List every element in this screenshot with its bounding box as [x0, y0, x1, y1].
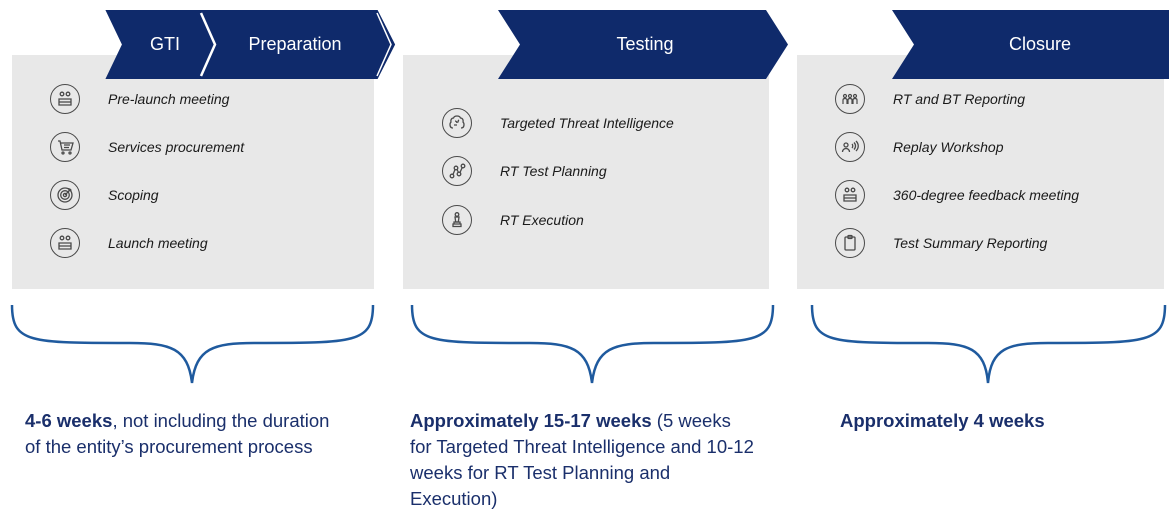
- closure-chevron-label: Closure: [1008, 34, 1072, 54]
- meeting-icon: [50, 228, 80, 258]
- chess-piece-icon: [442, 205, 472, 235]
- testing-brace: [410, 304, 775, 384]
- list-item: RT Execution: [442, 205, 584, 235]
- meeting-icon: [835, 180, 865, 210]
- closure-brace: [810, 304, 1167, 384]
- meeting-icon: [50, 84, 80, 114]
- testing-duration: Approximately 15-17 weeks (5 weeks for T…: [410, 408, 755, 512]
- item-label: RT and BT Reporting: [893, 91, 1026, 107]
- item-label: Services procurement: [108, 139, 245, 155]
- target-icon: [50, 180, 80, 210]
- item-label: Test Summary Reporting: [893, 235, 1048, 251]
- list-item: RT and BT Reporting: [835, 84, 1025, 114]
- testing-duration-bold: Approximately 15-17 weeks: [410, 410, 652, 431]
- item-label: RT Test Planning: [500, 163, 607, 179]
- list-item: Test Summary Reporting: [835, 228, 1047, 258]
- preparation-duration-rest: , not including the duration of the enti…: [25, 410, 330, 457]
- people-icon: [835, 84, 865, 114]
- preparation-duration-bold: 4-6 weeks: [25, 410, 113, 431]
- closure-duration-bold: Approximately 4 weeks: [840, 410, 1045, 431]
- testing-duration-rest: (5 weeks for Targeted Threat Intelligenc…: [410, 410, 754, 509]
- item-label: Targeted Threat Intelligence: [500, 115, 674, 131]
- preparation-chevron: [199, 10, 396, 79]
- testing-chevron: [498, 10, 788, 79]
- item-label: Pre-launch meeting: [108, 91, 230, 107]
- item-label: Scoping: [108, 187, 159, 203]
- list-item: Targeted Threat Intelligence: [442, 108, 674, 138]
- preparation-brace: [10, 304, 375, 384]
- item-label: 360-degree feedback meeting: [893, 187, 1080, 203]
- gti-preparation-chevrons: [105, 10, 396, 79]
- closure-chevron: [892, 10, 1169, 79]
- list-item: Services procurement: [50, 132, 244, 162]
- path-icon: [442, 156, 472, 186]
- speaking-icon: [835, 132, 865, 162]
- preparation-duration: 4-6 weeks, not including the duration of…: [25, 408, 345, 460]
- item-label: Replay Workshop: [893, 139, 1004, 155]
- preparation-chevron-label: Preparation: [248, 34, 342, 54]
- item-label: Launch meeting: [108, 235, 208, 251]
- gti-chevron-label: GTI: [150, 34, 180, 54]
- list-item: 360-degree feedback meeting: [835, 180, 1079, 210]
- list-item: Replay Workshop: [835, 132, 1004, 162]
- list-item: Pre-launch meeting: [50, 84, 229, 114]
- list-item: Launch meeting: [50, 228, 208, 258]
- list-item: Scoping: [50, 180, 159, 210]
- clipboard-icon: [835, 228, 865, 258]
- cart-icon: [50, 132, 80, 162]
- testing-chevron-label: Testing: [616, 34, 674, 54]
- item-label: RT Execution: [500, 212, 584, 228]
- closure-duration: Approximately 4 weeks: [840, 408, 1160, 434]
- list-item: RT Test Planning: [442, 156, 607, 186]
- brain-icon: [442, 108, 472, 138]
